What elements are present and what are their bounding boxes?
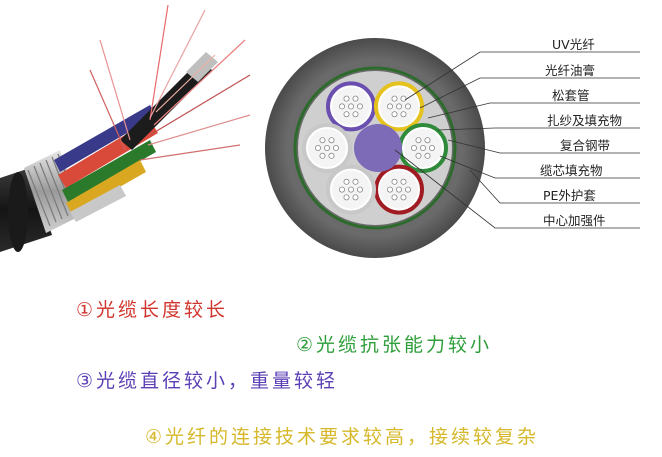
uv-fiber (357, 104, 362, 109)
note-3: ③光缆直径较小，重量较轻 (76, 369, 338, 393)
loose-tube (376, 167, 422, 213)
uv-fiber (333, 145, 338, 150)
uv-fiber (329, 153, 334, 158)
note-1: ①光缆长度较长 (76, 298, 228, 322)
uv-fiber (329, 138, 334, 143)
uv-fiber (348, 104, 353, 109)
uv-fiber (411, 145, 416, 150)
note-2: ②光缆抗张能力较小 (296, 333, 492, 357)
uv-fiber (420, 145, 425, 150)
uv-fiber (324, 145, 329, 150)
central-strength-member (354, 124, 402, 172)
uv-fiber (392, 96, 397, 101)
label-fiber-gel: 光纤油膏 (545, 63, 595, 79)
uv-fiber (387, 104, 392, 109)
uv-fiber (401, 112, 406, 117)
uv-fiber (315, 145, 320, 150)
uv-fiber (392, 112, 397, 117)
uv-fiber (392, 195, 397, 200)
uv-fiber (401, 96, 406, 101)
uv-fiber (353, 112, 358, 117)
uv-fiber (425, 138, 430, 143)
label-core-filler: 缆芯填充物 (540, 163, 603, 179)
uv-fiber (396, 104, 401, 109)
loose-tube (400, 125, 446, 171)
uv-fiber (416, 153, 421, 158)
uv-fiber (405, 104, 410, 109)
uv-fiber (429, 145, 434, 150)
uv-fiber (344, 96, 349, 101)
uv-fiber (348, 187, 353, 192)
uv-fiber (401, 179, 406, 184)
uv-fiber (339, 104, 344, 109)
label-steel-tape: 复合钢带 (560, 138, 610, 154)
uv-fiber (396, 187, 401, 192)
uv-fiber (392, 179, 397, 184)
uv-fiber (416, 138, 421, 143)
loose-tube (328, 167, 374, 213)
cross-section (265, 38, 485, 258)
uv-fiber (387, 187, 392, 192)
label-loose-tube: 松套管 (552, 88, 590, 104)
uv-fiber (344, 195, 349, 200)
uv-fiber (357, 187, 362, 192)
loose-tube (376, 83, 422, 129)
uv-fiber (344, 112, 349, 117)
uv-fiber (405, 187, 410, 192)
note-4: ④光纤的连接技术要求较高，接续较复杂 (145, 425, 539, 449)
uv-fiber (320, 138, 325, 143)
uv-fiber (401, 195, 406, 200)
label-pe-jacket: PE外护套 (543, 188, 596, 204)
loose-tube (328, 83, 374, 129)
label-binder-filler: 扎纱及填充物 (547, 113, 622, 129)
uv-fiber (353, 96, 358, 101)
label-central-member: 中心加强件 (543, 213, 606, 229)
uv-fiber (425, 153, 430, 158)
uv-fiber (339, 187, 344, 192)
loose-tube (304, 125, 350, 171)
uv-fiber (353, 195, 358, 200)
uv-fiber (353, 179, 358, 184)
uv-fiber (320, 153, 325, 158)
label-uv-fiber: UV光纤 (552, 37, 595, 53)
uv-fiber (344, 179, 349, 184)
